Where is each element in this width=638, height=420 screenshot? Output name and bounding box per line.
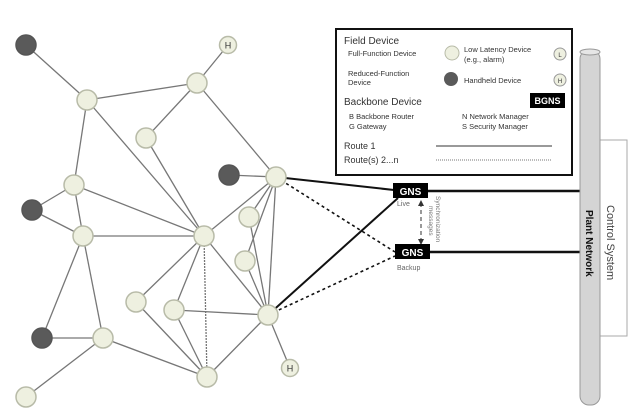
mesh-link [267,176,277,316]
mesh-link [196,82,277,178]
plant-network-label: Plant Network [583,210,594,277]
handheld-icon [553,73,567,87]
mesh-link [173,309,208,378]
legend-field-device: Field Device [344,36,399,47]
gns-backup[interactable]: GNS Backup [395,244,430,272]
handheld-label: H [287,364,294,374]
gns-backup-box[interactable] [395,244,430,259]
sync-label-1: Synchronization [434,196,441,243]
mesh-link [73,99,88,186]
mesh-link [203,235,269,316]
full-function-device[interactable] [186,72,208,94]
mesh-link [248,216,269,316]
gns-live-label: GNS [400,187,422,198]
full-function-device[interactable] [234,250,256,272]
legend: Field Device Full-Function Device Reduce… [335,28,573,176]
mesh-link [145,82,198,139]
low-latency-symbol: L [558,53,562,59]
full-function-device[interactable] [15,386,37,408]
mesh-link [25,44,88,101]
legend-network-manager: N Network Manager [462,112,529,121]
reduced-function-device[interactable] [15,34,37,56]
full-function-device[interactable] [257,304,279,326]
sync-arrow-head-down [418,239,424,245]
full-function-device[interactable] [196,366,218,388]
mesh-link [203,176,277,237]
full-function-device[interactable] [76,89,98,111]
full-function-device[interactable] [265,166,287,188]
mesh-link [73,184,205,237]
full-function-device[interactable] [72,225,94,247]
legend-gateway: G Gateway [349,122,387,131]
legend-reduced-function: Reduced-Function [348,69,409,78]
reduced-function-icon [444,72,458,86]
legend-bgns-box [530,93,565,108]
mesh-link [25,337,104,398]
route-1-link [275,176,395,191]
gns-live-box[interactable] [393,183,428,198]
legend-route2: Route(s) 2...n [344,155,399,165]
legend-backbone-device: Backbone Device [344,97,422,108]
handheld-symbol: H [558,79,562,85]
handheld-device[interactable] [280,358,300,378]
mesh-link [86,82,198,101]
gns-backup-sub: Backup [397,265,420,272]
mesh-link [82,235,104,339]
reduced-function-device[interactable] [21,199,43,221]
control-system-label: Control System [604,205,616,280]
plant-network-cap [579,48,601,56]
legend-bgns: BGNS [534,96,560,106]
handheld-device[interactable] [218,35,238,55]
legend-handheld: Handheld Device [464,76,521,85]
mesh-link [135,235,205,303]
mesh-link [206,314,269,378]
legend-low-latency: Low Latency Device [464,45,531,54]
mesh-nodes: HH [15,34,300,408]
mesh-link [244,176,277,262]
handheld-label: H [225,41,232,51]
route-1-link [267,197,399,316]
mesh-link [86,99,205,237]
legend-reduced-function-2: Device [348,78,371,87]
legend-low-latency-2: (e.g., alarm) [464,55,505,64]
mesh-link [173,309,269,316]
mesh-link [41,235,84,339]
route-2-link [267,255,396,316]
mesh-link [173,235,205,311]
control-system-box[interactable] [596,139,628,337]
gns-backup-label: GNS [402,248,424,259]
sync-label-2: messages [427,206,434,236]
gns-live[interactable]: GNS Live [393,183,428,208]
full-function-device[interactable] [92,327,114,349]
full-function-device[interactable] [125,291,147,313]
legend-backbone-router: B Backbone Router [349,112,415,121]
reduced-function-device[interactable] [31,327,53,349]
full-function-device[interactable] [63,174,85,196]
full-function-device[interactable] [135,127,157,149]
mesh-link [145,137,205,237]
mesh-link [135,301,208,378]
full-function-device[interactable] [193,225,215,247]
mesh-link [102,337,208,378]
full-function-device[interactable] [238,206,260,228]
full-function-icon [444,45,460,61]
legend-security-manager: S Security Manager [462,122,528,131]
reduced-function-device[interactable] [218,164,240,186]
sync-arrow-head-up [418,200,424,206]
legend-route1: Route 1 [344,141,376,151]
mesh-link [203,235,208,378]
plant-network-bus[interactable]: Plant Network [579,48,601,406]
full-function-device[interactable] [163,299,185,321]
legend-full-function: Full-Function Device [348,49,416,58]
gateway-links [267,176,582,316]
low-latency-icon [553,47,567,61]
gns-live-sub: Live [397,201,410,208]
